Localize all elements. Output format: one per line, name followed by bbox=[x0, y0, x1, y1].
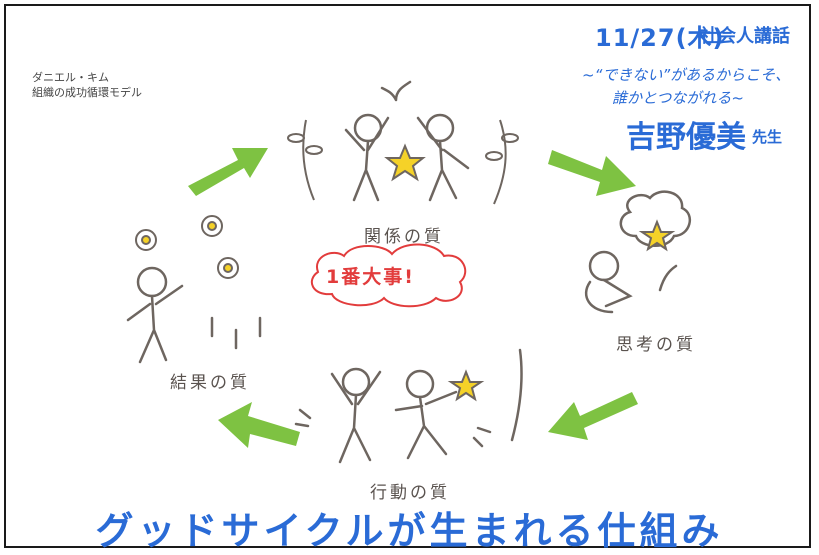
arrow-action-to-result bbox=[218, 402, 300, 448]
relationship-star bbox=[384, 143, 426, 182]
emphasis-cloud bbox=[310, 243, 467, 308]
headline: グッドサイクルが生まれる仕組み bbox=[95, 509, 724, 553]
thinking-label: 思考の質 bbox=[616, 335, 696, 355]
action-label: 行動の質 bbox=[370, 483, 450, 503]
source-credit: ダニエル・キム 組織の成功循環モデル bbox=[32, 70, 142, 100]
relationship-label: 関係の質 bbox=[364, 227, 444, 247]
arrow-relationship-to-thinking bbox=[548, 150, 636, 196]
event-date: 11/27(木) bbox=[595, 24, 725, 52]
result-label: 結果の質 bbox=[170, 373, 250, 393]
arrow-thinking-to-action bbox=[548, 392, 638, 440]
event-title: 社会人講話 bbox=[700, 26, 790, 47]
relationship-figures bbox=[344, 80, 470, 202]
arrow-result-to-relationship bbox=[188, 148, 268, 196]
thinking-figure bbox=[584, 190, 692, 314]
action-figures bbox=[294, 348, 523, 464]
speaker-suffix: 先生 bbox=[752, 128, 783, 146]
action-star bbox=[447, 369, 485, 402]
event-subtitle-2: 誰かとつながれる~ bbox=[612, 89, 744, 107]
relationship-leaves bbox=[287, 119, 519, 205]
result-figure bbox=[126, 266, 262, 364]
speaker-name: 吉野優美 bbox=[626, 120, 746, 155]
result-flowers bbox=[135, 215, 239, 279]
emphasis-text: 1番大事! bbox=[326, 266, 415, 288]
source-author: ダニエル・キム bbox=[32, 71, 109, 84]
thinking-star bbox=[638, 219, 676, 252]
event-subtitle-1: ~“できない”があるからこそ、 bbox=[582, 66, 791, 84]
source-model: 組織の成功循環モデル bbox=[32, 86, 142, 99]
